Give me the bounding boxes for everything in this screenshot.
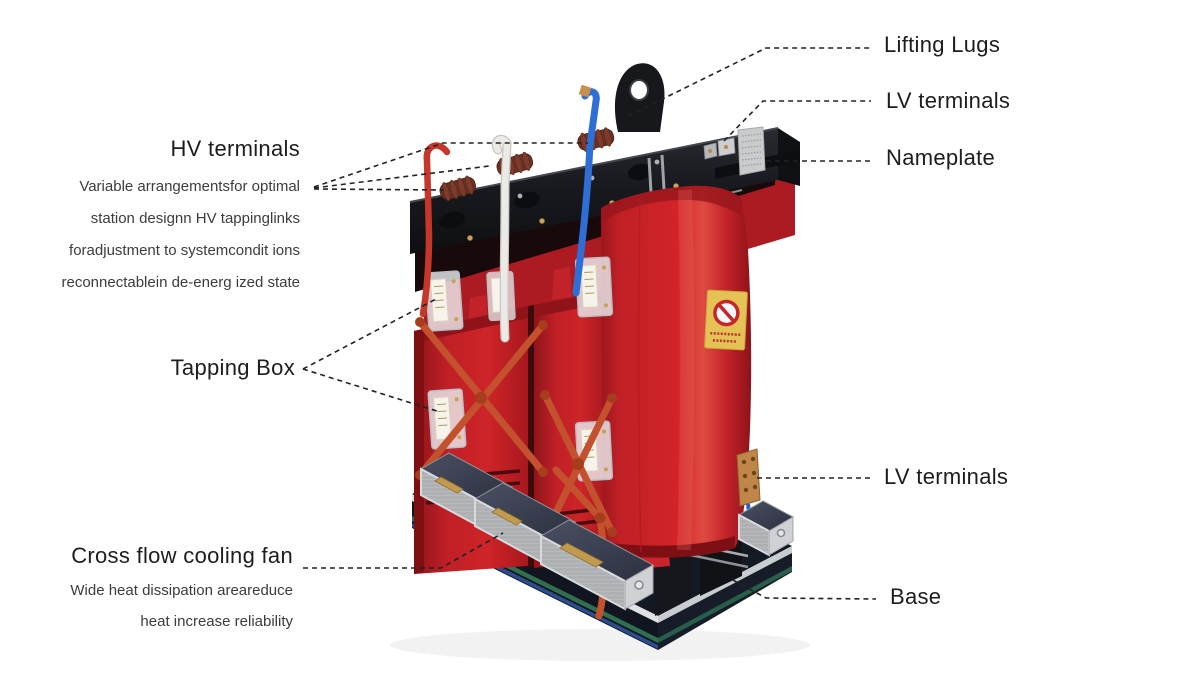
leader-hv-terminal-3 (313, 188, 445, 191)
cooling-fan-label: Cross flow cooling fan (71, 543, 293, 568)
leader-cooling-fan (303, 532, 504, 569)
leader-lines (302, 47, 877, 600)
leader-tapping-box-1 (302, 297, 439, 370)
tapping-box-4 (574, 256, 614, 318)
hv-terminals-desc-line: Variable arrangementsfor optimal (79, 178, 300, 195)
hv-cables (419, 84, 600, 343)
cooling-fan-desc-line: Wide heat dissipation areareduce (70, 582, 293, 599)
lv-terminal-block-top (703, 137, 736, 160)
lifting-lugs-label: Lifting Lugs (884, 32, 1001, 57)
tapping-box-annotation: Tapping Box (171, 355, 295, 381)
red-cable (419, 142, 451, 318)
leader-base (732, 579, 877, 600)
cooling-fan-annotation: Cross flow cooling fan Wide heat dissipa… (70, 543, 293, 637)
white-cable (492, 136, 511, 342)
cooling-fan-4 (737, 500, 795, 557)
leader-hv-terminal-1 (313, 142, 588, 188)
lv-terminals-top-label: LV terminals (886, 88, 1011, 113)
warning-sticker (704, 289, 748, 351)
base-label: Base (890, 584, 942, 609)
leader-lv-terminals-top (723, 100, 871, 142)
lv-terminals-side-label: LV terminals (884, 464, 1009, 489)
tapping-box-1 (424, 270, 464, 332)
cooling-fans (419, 452, 795, 611)
leader-lifting-lugs (627, 47, 871, 117)
leader-hv-terminal-2 (313, 165, 490, 189)
nameplate-label: Nameplate (886, 145, 996, 170)
coil-right (601, 185, 752, 558)
hv-terminals-desc-line: reconnectablein de-energ ized state (61, 274, 301, 291)
nameplate-plate (737, 126, 766, 176)
hv-terminals-desc-line: station designn HV tappinglinks (90, 210, 300, 227)
lifting-lug (614, 63, 665, 132)
cooling-fan-desc-line: heat increase reliability (140, 613, 293, 630)
tapping-box-label: Tapping Box (170, 355, 295, 380)
hv-terminals-desc-line: foradjustment to systemcondit ions (69, 242, 300, 259)
cooling-fan-3 (539, 519, 655, 611)
hv-terminals-label: HV terminals (170, 136, 300, 161)
hv-terminals-annotation: HV terminals Variable arrangementsfor op… (62, 136, 301, 299)
leader-tapping-box-2 (302, 368, 441, 413)
tapping-box-2 (427, 388, 467, 450)
ground-shadow (390, 629, 810, 661)
blue-cable (572, 88, 600, 297)
